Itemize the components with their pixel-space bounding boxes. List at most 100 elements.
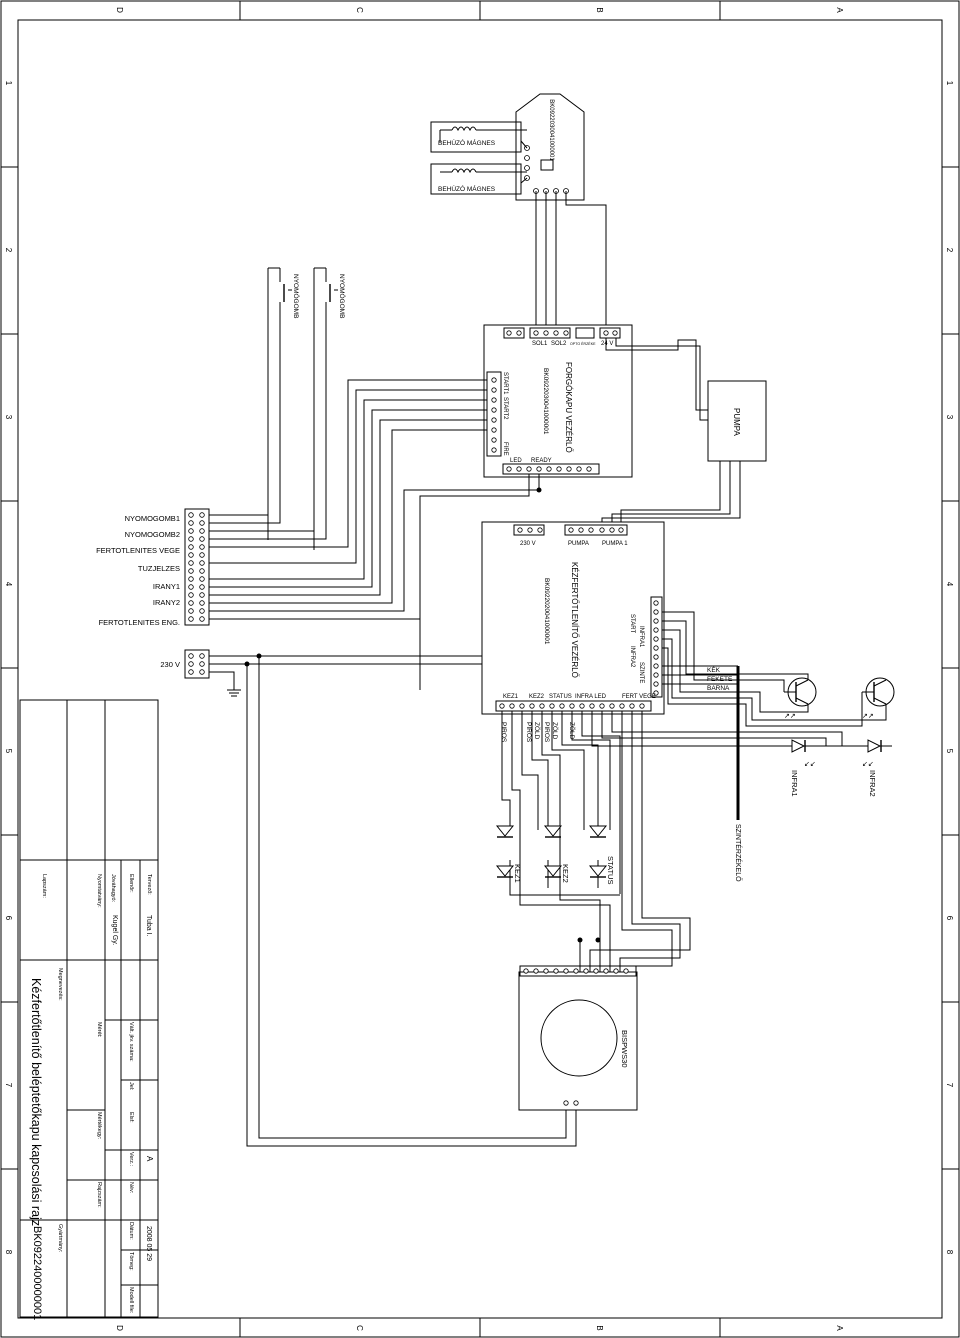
inner-frame [17, 19, 943, 1319]
row-label-left-7: 7 [4, 1083, 13, 1088]
kez-terminal-kez1: KEZ1 [503, 694, 519, 700]
col-label-top-b: B [595, 7, 604, 12]
title-block: Tervező: Ellenőr: Jóváhagyó: Nyomtatvány… [19, 699, 159, 1320]
phototransistor-1: ↗↗ [784, 677, 817, 720]
led-kez2: KEZ2 [543, 825, 570, 883]
wire-label-barna: BARNA [707, 685, 730, 692]
magnet-2-label: BEHÚZÓ MÁGNES [438, 184, 496, 193]
forgokapu-terminal-24v: 24 V [601, 341, 613, 347]
terminal-label-irany1: IRANY1 [153, 582, 180, 591]
svg-text:↙↙: ↙↙ [804, 761, 816, 768]
terminal-label-nyomogomb2: NYOMOGOMB2 [125, 530, 180, 539]
kez-terminal-fert-vege: FERT VEGE [622, 694, 656, 700]
tb-label-mertekegyseg: Mértékegy: [96, 1112, 102, 1140]
kez-terminal-infra1: INFRA1 [638, 626, 644, 648]
kez-terminal-status: STATUS [549, 694, 572, 700]
tb-label-jel: Jel: [128, 1082, 134, 1091]
wire-color-labels: PIROS PIROS ZÖLD PIROS ZÖLD ZÖLD [500, 722, 576, 743]
tb-label-tervezo: Tervező: [146, 874, 152, 895]
terminal-label-irany2: IRANY2 [153, 598, 180, 607]
kez-terminal-infra2: INFRA2 [629, 646, 635, 668]
forgokapu-terminal-fire: FIRE [502, 442, 508, 456]
led-status-label: STATUS [606, 856, 615, 884]
kezfertotlenito-controller: KÉZFERTŐTLENÍTŐ VEZÉRLŐ BK09220200410000… [481, 521, 665, 715]
row-label-left-5: 5 [4, 749, 13, 754]
tb-label-ellf: Elsf: [128, 1112, 134, 1123]
led-status: STATUS [588, 825, 615, 884]
tb-label-megnevezes: Megnevezés: [57, 968, 63, 1001]
push-button-1: NYOMÓGOMB [267, 267, 301, 540]
wire-label-kek: KÉK [707, 665, 721, 674]
wire-junctions [244, 487, 542, 667]
kez-terminal-230v: 230 V [520, 541, 536, 547]
forgokapu-title: FORGÓKAPU VEZÉRLŐ [564, 362, 573, 453]
row-label-left-4: 4 [4, 582, 13, 587]
infra2-label: INFRA2 [868, 770, 877, 797]
tb-label-gyartmany: Gyártmány: [57, 1224, 63, 1253]
tb-label-modell: Modell file: [128, 1287, 134, 1314]
forgokapu-terminal-start2: START2 [502, 397, 508, 420]
forgokapu-terminal-opto: OPTO ÉRZÉKE [570, 341, 596, 346]
tb-label-rajzszam: Rajzszám: [96, 1182, 102, 1208]
tb-label-ellenor: Ellenőr: [128, 874, 134, 893]
terminal-label-fertotlenites-vege: FERTOTLENITES VEGE [96, 546, 180, 555]
tb-label-mert: Mérét: [96, 1022, 102, 1038]
ground-symbol [209, 671, 241, 697]
tb-label-datum: Dátum: [128, 1222, 134, 1240]
level-sensor-label: SZINTÉRZÉKELŐ [734, 824, 743, 882]
led-wires [501, 711, 691, 1002]
col-label-top-d: D [115, 7, 124, 13]
frame-row-labels: 1 2 3 4 5 6 7 8 1 2 3 4 5 6 7 8 [4, 81, 954, 1255]
tb-drawing-number: BK0922400000001 [31, 1226, 43, 1320]
magnet-1-label: BEHÚZÓ MÁGNES [438, 138, 496, 147]
kez-terminal-start: START [629, 614, 635, 633]
forgokapu-terminal-ready: READY [531, 458, 552, 464]
svg-text:↗↗: ↗↗ [862, 713, 874, 720]
magnet-1: BEHÚZÓ MÁGNES [430, 121, 527, 153]
infra-led-1: ↙↙ INFRA1 [790, 739, 826, 797]
infra-wires [591, 611, 887, 747]
row-label-right-1: 1 [945, 81, 954, 86]
tb-revision: A [145, 1156, 154, 1162]
row-label-right-6: 6 [945, 916, 954, 921]
forgokapu-terminal-led: LED [510, 458, 522, 464]
magnet-driver-module: BK0922030041000001 [515, 93, 585, 201]
row-label-right-5: 5 [945, 749, 954, 754]
kez-terminal-pumpa: PUMPA [568, 541, 589, 547]
row-label-left-2: 2 [4, 248, 13, 253]
led-kez2-label: KEZ2 [561, 864, 570, 883]
magnet-driver-id: BK0922030041000001 [548, 99, 554, 161]
kez-title: KÉZFERTŐTLENÍTŐ VEZÉRLŐ [570, 562, 579, 678]
push-button-1-label: NYOMÓGOMB [292, 274, 301, 318]
row-label-right-3: 3 [945, 415, 954, 420]
phototransistor-2: ↗↗ [862, 677, 895, 720]
kez-terminal-infra-led: INFRA LED [575, 694, 607, 700]
row-label-left-6: 6 [4, 916, 13, 921]
push-button-2: NYOMÓGOMB [313, 267, 347, 550]
kez-terminal-pumpa1: PUMPA 1 [602, 541, 628, 547]
wire-color-2: PIROS [525, 722, 532, 743]
row-label-left-3: 3 [4, 415, 13, 420]
led-wire-junctions [577, 937, 601, 943]
forgokapu-controller: FORGÓKAPU VEZÉRLŐ BK0922030041000001 SOL… [483, 324, 633, 478]
kez-id: BK0922020041000001 [543, 578, 550, 645]
forgokapu-id: BK0922030041000001 [542, 368, 549, 435]
row-label-left-8: 8 [4, 1250, 13, 1255]
row-label-right-7: 7 [945, 1083, 954, 1088]
svg-text:↙↙: ↙↙ [862, 761, 874, 768]
kez-terminal-szinte: SZINTE [638, 662, 644, 683]
col-label-bottom-c: C [355, 1325, 364, 1331]
tb-label-tomeg: Tömeg: [128, 1252, 134, 1271]
col-label-top-c: C [355, 7, 364, 13]
led-kez1: KEZ1 [495, 825, 522, 883]
push-button-2-label: NYOMÓGOMB [338, 274, 347, 318]
bispws30-label: BISPWS30 [620, 1030, 629, 1068]
magnet-wires [520, 140, 607, 328]
tb-jovahagyo: Kugel Gy. [111, 915, 118, 945]
infra-led-2: ↙↙ INFRA2 [862, 739, 892, 797]
row-label-right-8: 8 [945, 1250, 954, 1255]
led-kez1-label: KEZ1 [513, 864, 522, 883]
